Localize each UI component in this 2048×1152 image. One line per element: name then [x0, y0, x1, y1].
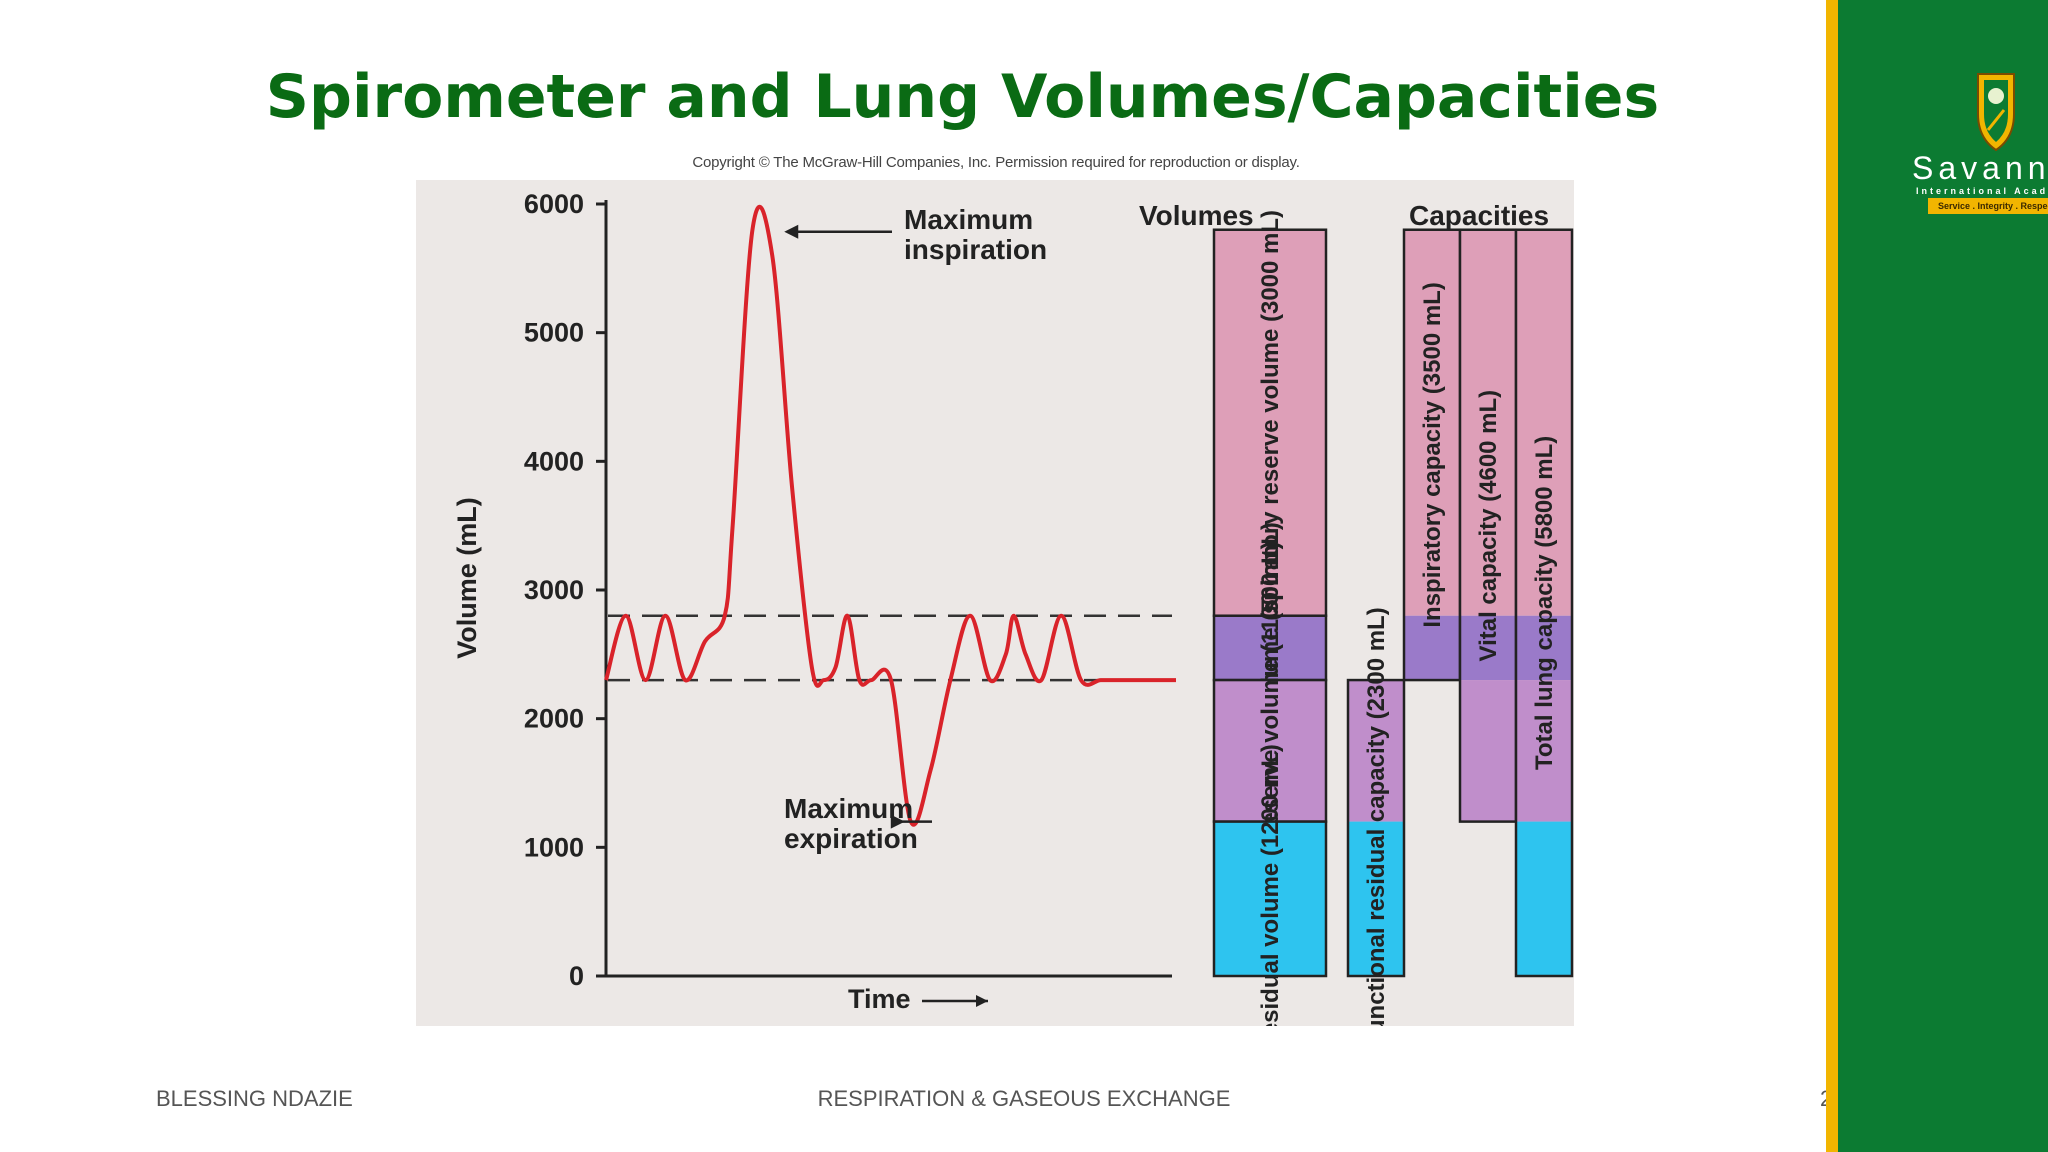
capacity-bar-3: [1514, 228, 1574, 978]
annotation-max-expiration: Maximum: [784, 793, 913, 824]
capacity-label-3: Total lung capacity (5800 mL): [1531, 436, 1558, 770]
footer-author: BLESSING NDAZIE: [156, 1086, 353, 1111]
capacities-header: Capacities: [1409, 200, 1549, 231]
school-logo: [1838, 70, 2048, 159]
annotation-max-inspiration: inspiration: [904, 234, 1047, 265]
capacity-segment: [1516, 821, 1572, 976]
capacity-segment: [1460, 615, 1516, 681]
shield-icon: [1977, 73, 2015, 152]
x-axis-arrowhead: [976, 995, 988, 1007]
y-tick-label: 0: [569, 961, 584, 991]
annotation-arrowhead: [890, 814, 905, 829]
y-tick-label: 2000: [524, 704, 584, 734]
capacity-segment: [1404, 229, 1460, 616]
capacity-segment: [1404, 615, 1460, 681]
capacity-segment: [1516, 615, 1572, 681]
brand-sidebar: Savanna International Academy Service . …: [1826, 0, 2048, 1152]
volume-label-3: Residual volume (1200 mL): [1257, 744, 1284, 1026]
y-tick-label: 5000: [524, 318, 584, 348]
y-tick-label: 3000: [524, 575, 584, 605]
capacity-segment: [1348, 680, 1404, 822]
footer-topic: RESPIRATION & GASEOUS EXCHANGE: [817, 1086, 1231, 1111]
x-axis-label: Time: [848, 984, 911, 1014]
capacity-bar-0: [1346, 678, 1406, 978]
spirogram-line: [604, 204, 1176, 827]
annotation-max-expiration: expiration: [784, 823, 918, 854]
capacity-segment: [1348, 821, 1404, 976]
annotation-arrowhead: [784, 224, 799, 239]
capacity-segment: [1460, 680, 1516, 822]
copyright-notice: Copyright © The McGraw-Hill Companies, I…: [692, 154, 1300, 171]
slide-title: Spirometer and Lung Volumes/Capacities: [265, 62, 1660, 132]
capacity-label-1: Inspiratory capacity (3500 mL): [1419, 282, 1446, 627]
school-subtitle: International Academy: [1916, 186, 2048, 196]
capacity-segment: [1516, 680, 1572, 822]
volume-bar-3: [1212, 820, 1328, 978]
y-tick-label: 4000: [524, 446, 584, 476]
school-name: Savanna: [1912, 150, 2048, 186]
volume-bar-1: [1212, 614, 1328, 682]
volume-bar-0: [1212, 228, 1328, 617]
capacity-segment: [1516, 229, 1572, 616]
y-tick-label: 1000: [524, 832, 584, 862]
capacity-segment: [1460, 229, 1516, 616]
capacity-label-2: Vital capacity (4600 mL): [1475, 390, 1502, 662]
school-motto: Service . Integrity . Respect: [1928, 198, 2048, 214]
y-tick-label: 6000: [524, 189, 584, 219]
volumes-header: Volumes: [1139, 200, 1254, 231]
capacity-label-0: Functional residual capacity (2300 mL): [1363, 607, 1390, 1026]
volume-bar-2: [1212, 678, 1328, 823]
y-axis-label: Volume (mL): [452, 497, 482, 659]
volume-label-0: Inspiratory reserve volume (3000 mL): [1257, 210, 1284, 636]
annotation-max-inspiration: Maximum: [904, 204, 1033, 235]
